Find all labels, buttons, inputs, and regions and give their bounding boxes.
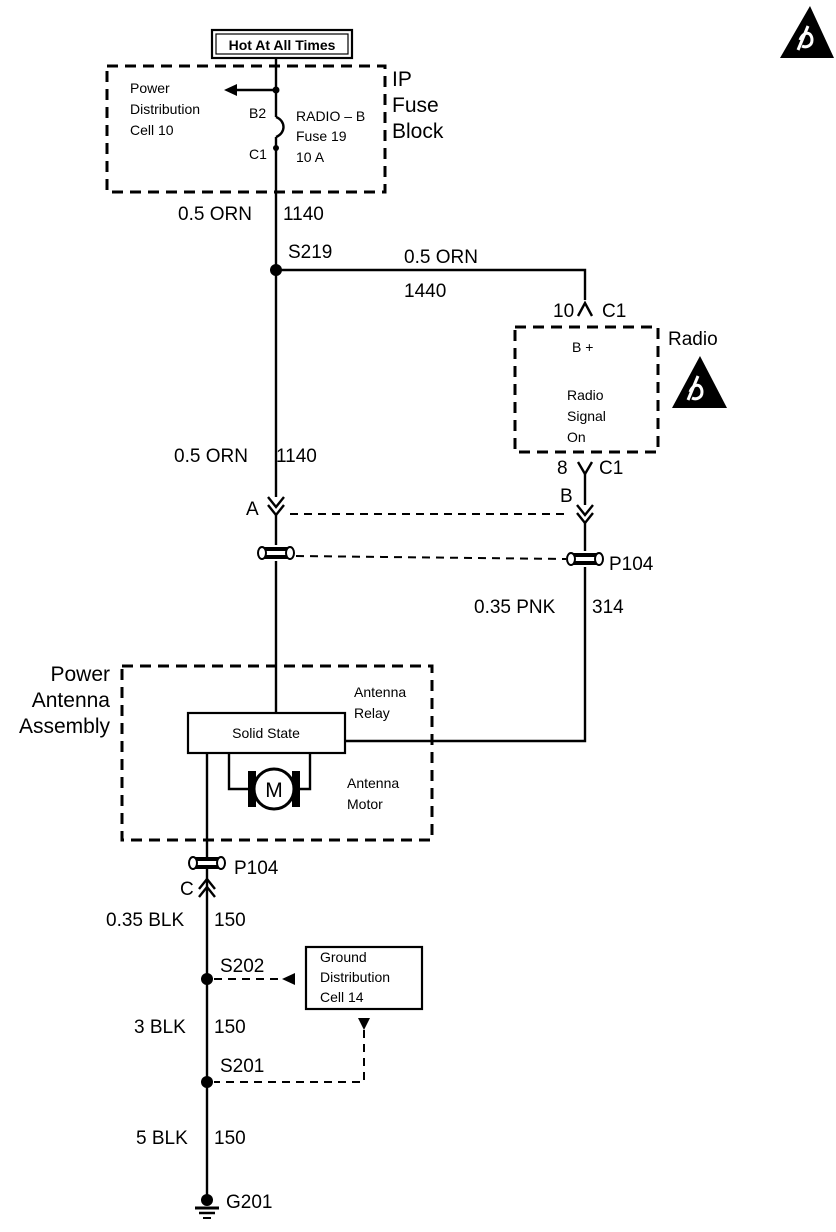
connector-b-symbol <box>576 504 594 525</box>
ground-g201-label: G201 <box>226 1192 272 1213</box>
wire-314-gauge: 0.35 PNK <box>474 597 556 618</box>
radio-connector-c1-bottom <box>576 461 594 477</box>
radio-c1-top-label: C1 <box>602 301 626 322</box>
fuse-c1-pin: C1 <box>249 146 267 162</box>
power-distribution-arrow-icon <box>224 84 237 96</box>
radio-signal-label-1: Radio <box>567 387 604 403</box>
connector-a-symbol <box>267 496 285 517</box>
power-distribution-label-3: Cell 10 <box>130 122 174 138</box>
wire-150-gauge-2: 3 BLK <box>134 1017 186 1038</box>
wire-1140-top-circuit: 1140 <box>283 204 324 225</box>
esd-warning-icon-radio <box>672 356 727 408</box>
power-distribution-label-1: Power <box>130 80 170 96</box>
esd-warning-icon <box>780 6 834 58</box>
power-distribution-label-2: Distribution <box>130 101 200 117</box>
wire-150-gauge-1: 0.35 BLK <box>106 910 184 931</box>
ground-distribution-arrow-icon <box>282 973 295 985</box>
radio-c1-bottom-label: C1 <box>599 458 623 479</box>
ground-symbol-icon <box>195 1194 219 1219</box>
wire-1440-circuit: 1440 <box>404 281 446 302</box>
ground-distribution-box <box>304 945 424 1011</box>
wire-150-circuit-3: 150 <box>214 1128 246 1149</box>
hot-at-all-times-box <box>210 28 354 60</box>
fuse-19-label: Fuse 19 <box>296 128 347 144</box>
ground-distribution-label-2: Distribution <box>320 969 390 985</box>
antenna-motor-m: M <box>265 779 283 802</box>
connector-b-label: B <box>560 486 573 507</box>
fuse-radio-b-label: RADIO – B <box>296 108 365 124</box>
solid-state-label: Solid State <box>232 725 300 741</box>
ip-fuse-block-label-block: Block <box>392 120 444 143</box>
p104-top-label: P104 <box>609 554 654 575</box>
splice-s201-label: S201 <box>220 1056 264 1077</box>
connector-a-label: A <box>246 499 259 520</box>
ip-fuse-block-outline <box>105 64 387 194</box>
p104-dashed-link <box>295 555 567 560</box>
fuse-b2-pin: B2 <box>249 105 266 121</box>
radio-pin-8: 8 <box>557 458 568 479</box>
radio-connector-c1-top <box>576 300 594 317</box>
antenna-motor-label-2: Motor <box>347 796 383 812</box>
wire-1440-gauge: 0.5 ORN <box>404 247 478 268</box>
radio-outline <box>513 325 660 454</box>
wire-150-gauge-3: 5 BLK <box>136 1128 188 1149</box>
splice-s201 <box>201 1076 213 1088</box>
antenna-relay-label-1: Antenna <box>354 684 406 700</box>
radio-pin-10: 10 <box>553 301 574 322</box>
power-antenna-label-1: Power <box>50 663 110 686</box>
p104-top-left-connector <box>257 546 295 560</box>
p104-bottom-label: P104 <box>234 858 279 879</box>
wire-150-circuit-1: 150 <box>214 910 246 931</box>
ip-fuse-block-label-ip: IP <box>392 68 412 91</box>
radio-title: Radio <box>668 329 718 350</box>
solid-state-relay-box <box>186 711 347 755</box>
p104-bottom-connector <box>188 856 226 870</box>
wire-1140-mid-gauge: 0.5 ORN <box>174 446 248 467</box>
ground-distribution-label-1: Ground <box>320 949 367 965</box>
power-antenna-assembly-outline <box>120 664 434 842</box>
splice-s202-label: S202 <box>220 956 264 977</box>
ip-fuse-block-label-fuse: Fuse <box>392 94 439 117</box>
power-antenna-label-3: Assembly <box>19 715 111 738</box>
wire-150-circuit-2: 150 <box>214 1017 246 1038</box>
splice-s202 <box>201 973 213 985</box>
radio-signal-label-3: On <box>567 429 586 445</box>
radio-signal-label-2: Signal <box>567 408 606 424</box>
power-antenna-label-2: Antenna <box>32 689 111 712</box>
ground-distribution-down-arrow-icon <box>358 1018 370 1030</box>
radio-b-plus-label: B + <box>572 339 593 355</box>
wire-314-circuit: 314 <box>592 597 624 618</box>
fuse-19-symbol <box>275 115 285 139</box>
antenna-motor-icon <box>252 767 296 811</box>
splice-s219-label: S219 <box>288 242 332 263</box>
antenna-relay-label-2: Relay <box>354 705 390 721</box>
ground-distribution-label-3: Cell 14 <box>320 989 364 1005</box>
antenna-motor-label-1: Antenna <box>347 775 399 791</box>
wire-1140-mid-circuit: 1140 <box>276 446 317 467</box>
hot-at-all-times-label: Hot At All Times <box>229 37 336 53</box>
connector-c-label: C <box>180 879 194 900</box>
wire-1140-top-gauge: 0.5 ORN <box>178 204 252 225</box>
fuse-amperage-label: 10 A <box>296 149 325 165</box>
p104-top-right-connector <box>566 552 604 566</box>
